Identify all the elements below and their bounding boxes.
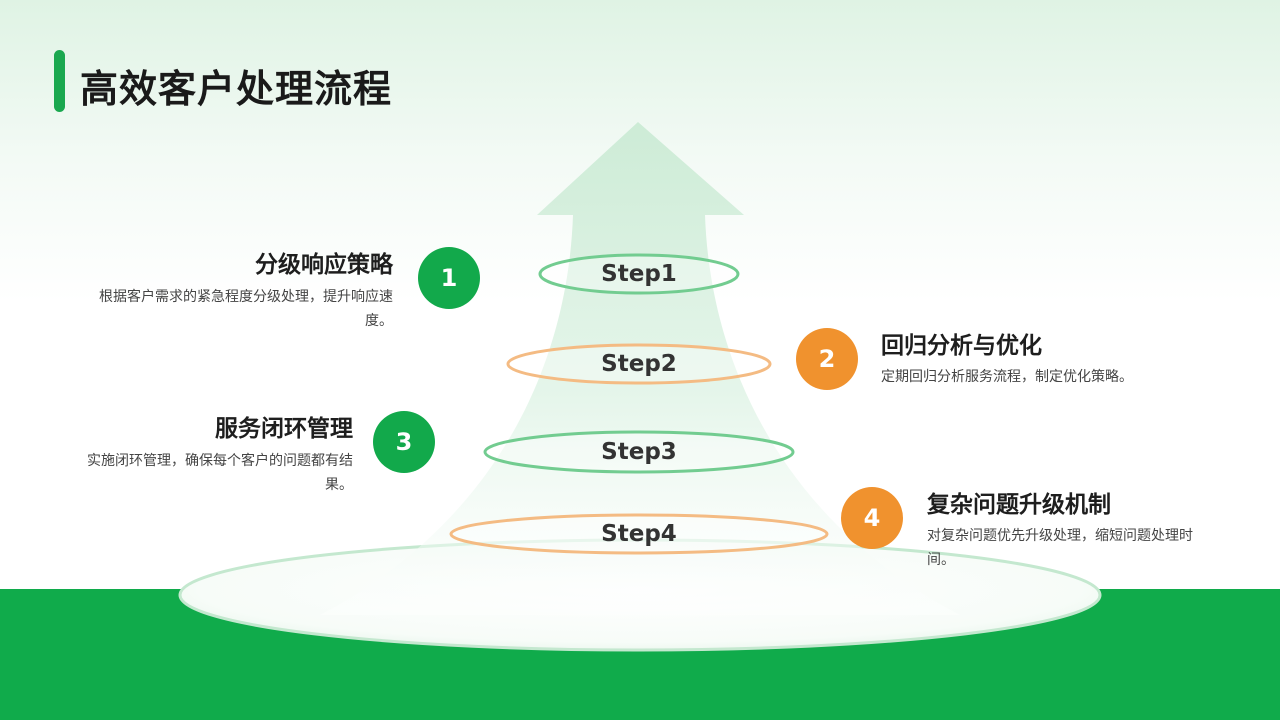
step3-ring [483,430,795,474]
step4-description: 对复杂问题优先升级处理，缩短问题处理时间。 [927,528,1193,568]
step3-title: 服务闭环管理 [215,416,353,442]
step4-number-circle: 4 [841,487,903,549]
step3-description: 实施闭环管理，确保每个客户的问题都有结果。 [87,453,353,493]
step4-number: 4 [863,504,881,532]
step3-label: Step3 [601,439,677,465]
step2-number: 2 [818,345,836,373]
page-title: 高效客户处理流程 [80,67,393,111]
step2-ring [506,343,772,385]
step1-number-circle: 1 [418,247,480,309]
step2-title: 回归分析与优化 [881,333,1042,359]
step1-ring [538,253,740,295]
growth-arrow [320,122,960,615]
step2-number-circle: 2 [796,328,858,390]
step4-ring [449,513,829,555]
step2-description: 定期回归分析服务流程，制定优化策略。 [881,369,1133,385]
step1-description: 根据客户需求的紧急程度分级处理，提升响应速度。 [99,289,393,329]
step1-title: 分级响应策略 [255,252,393,278]
step3-number: 3 [395,428,413,456]
step3-number-circle: 3 [373,411,435,473]
step4-title: 复杂问题升级机制 [927,492,1111,518]
step1-number: 1 [440,264,458,292]
step2-label: Step2 [601,351,677,377]
step4-label: Step4 [601,521,677,547]
title-accent-bar [54,50,65,112]
step1-label: Step1 [601,261,677,287]
